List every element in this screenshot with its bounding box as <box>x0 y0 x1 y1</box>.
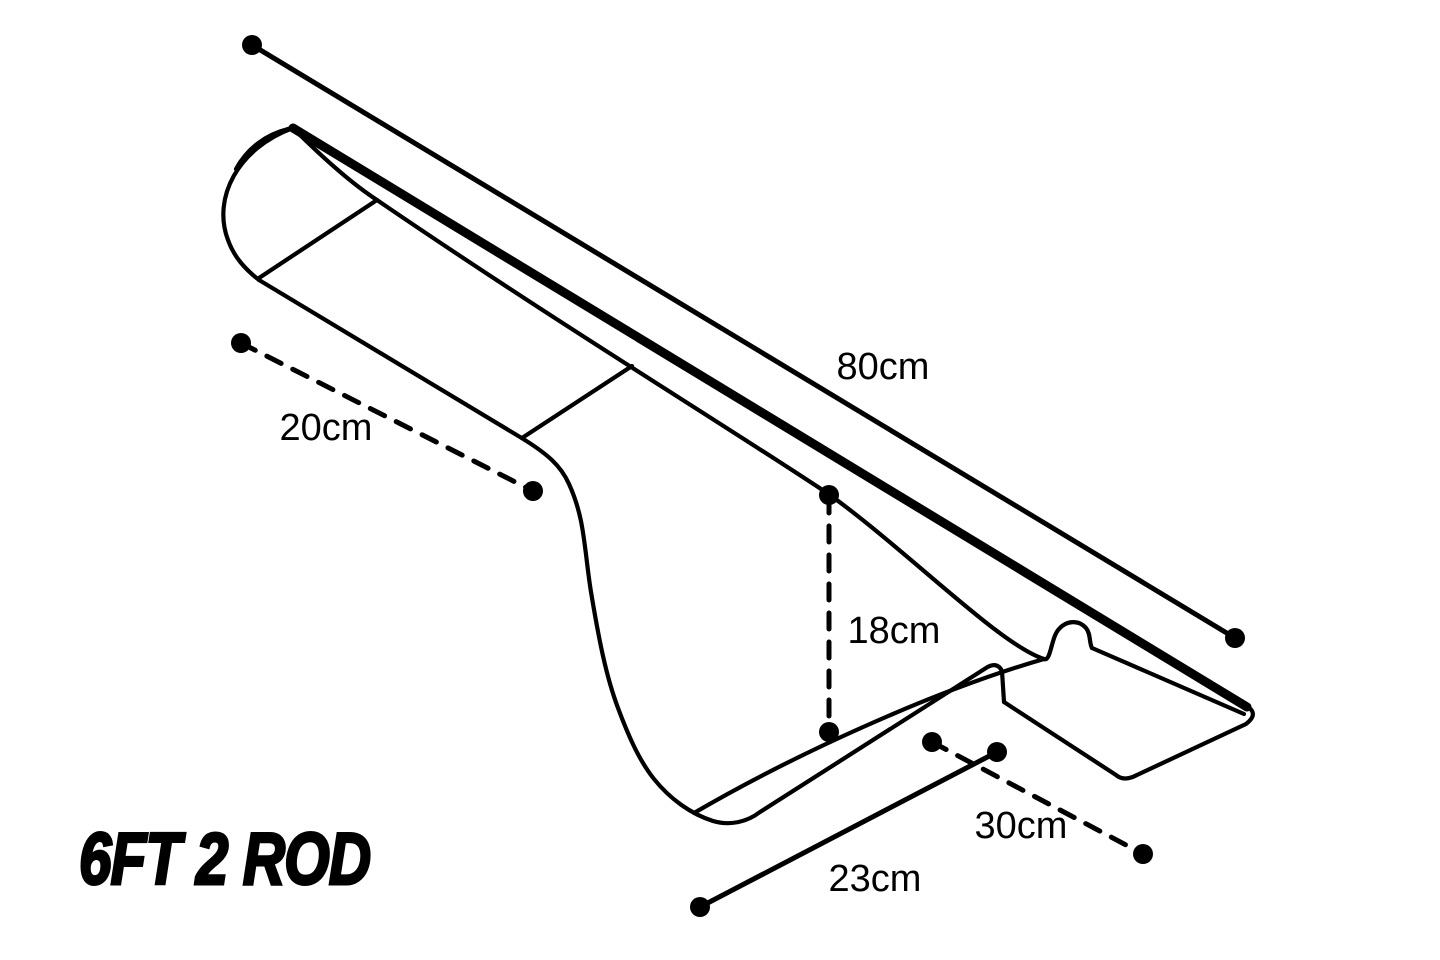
web-top-curve <box>290 125 1047 662</box>
dimension-label-23cm: 23cm <box>829 858 922 900</box>
web-fold-line <box>519 363 635 441</box>
dimension-bar-length: 80cm <box>242 35 1245 648</box>
dimension-endpoint-dot <box>987 742 1007 762</box>
dimension-line-23cm <box>697 749 1000 910</box>
body-bottom-outline <box>256 277 1007 826</box>
dimension-left-end-section: 20cm <box>231 333 543 501</box>
end-cap-inner-arc <box>233 125 296 172</box>
end-cap-profile-line <box>256 197 380 281</box>
end-cap-outer-arc <box>221 125 296 283</box>
foot-plate-top-edge <box>1089 645 1247 717</box>
dimension-label-80cm: 80cm <box>837 346 930 388</box>
dimension-endpoint-dot <box>1225 628 1245 648</box>
dimension-endpoint-dot <box>523 481 543 501</box>
rod-bar-drawing <box>221 123 1255 826</box>
dimension-endpoint-dot <box>819 722 839 742</box>
dimension-line-20cm <box>238 340 536 494</box>
dimension-left-foot-length: 23cm <box>690 742 1007 917</box>
dimension-line-80cm <box>249 42 1238 641</box>
dimension-endpoint-dot <box>242 35 262 55</box>
foot-bump-curve <box>1041 620 1095 662</box>
dimension-endpoint-dot <box>231 333 251 353</box>
dimension-endpoint-dot <box>690 897 710 917</box>
dimension-endpoint-dot <box>1133 844 1153 864</box>
dimension-line-30cm <box>929 739 1146 857</box>
dimension-drop-height: 18cm <box>819 485 940 742</box>
foot-plate-outline <box>1001 699 1255 781</box>
top-ridge-line <box>288 123 1252 712</box>
dimension-right-foot-length: 30cm <box>922 732 1153 864</box>
product-title: 6FT 2 ROD <box>79 819 370 901</box>
dimension-label-30cm: 30cm <box>975 805 1068 847</box>
strip-top-edge <box>691 656 1047 816</box>
dimension-label-18cm: 18cm <box>848 610 941 652</box>
dimension-label-20cm: 20cm <box>280 407 373 449</box>
dimension-endpoint-dot <box>819 485 839 505</box>
dimension-endpoint-dot <box>922 732 942 752</box>
